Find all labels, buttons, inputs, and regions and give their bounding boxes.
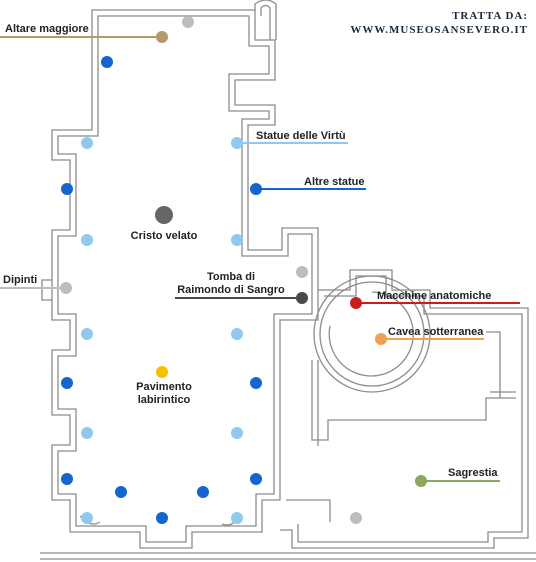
tower-wall bbox=[254, 0, 277, 40]
cavea-outer-ring bbox=[313, 275, 431, 393]
marker-altre-statue bbox=[61, 377, 73, 389]
marker-altre-statue bbox=[250, 473, 262, 485]
label-statue-virtu: Statue delle Virtù bbox=[256, 130, 346, 142]
marker-statue-virtu bbox=[231, 234, 243, 246]
label-tomba-line2: Raimondo di Sangro bbox=[177, 284, 285, 296]
marker-statue-virtu bbox=[81, 234, 93, 246]
label-dipinti: Dipinti bbox=[3, 274, 38, 286]
right-wing-outer bbox=[280, 269, 529, 549]
marker-altre-statue bbox=[197, 486, 209, 498]
marker-statue-virtu bbox=[231, 427, 243, 439]
source-line2: WWW.MUSEOSANSEVERO.IT bbox=[350, 24, 528, 36]
marker-altare bbox=[156, 31, 168, 43]
marker-cristo bbox=[155, 206, 173, 224]
marker-statue-virtu bbox=[81, 512, 93, 524]
marker-statue-virtu bbox=[81, 328, 93, 340]
source-credit: TRATTA DA: WWW.MUSEOSANSEVERO.IT bbox=[350, 9, 528, 37]
label-pavimento-line2: labirintico bbox=[137, 394, 191, 406]
marker-statue-virtu bbox=[231, 328, 243, 340]
marker-dipinti bbox=[60, 282, 72, 294]
partition-walls bbox=[286, 331, 516, 522]
label-cavea: Cavea sotterranea bbox=[388, 326, 484, 338]
street-line bbox=[40, 552, 536, 560]
marker-tomba bbox=[296, 292, 308, 304]
right-wing-inner bbox=[297, 275, 523, 543]
marker-macchine bbox=[350, 297, 362, 309]
marker-altre-statue bbox=[115, 486, 127, 498]
marker-grey-bottom bbox=[350, 512, 362, 524]
label-tomba-line1: Tomba di bbox=[206, 271, 256, 283]
marker-altre-statue bbox=[156, 512, 168, 524]
tower-wall-inner bbox=[260, 4, 271, 40]
nave-outer-wall bbox=[41, 9, 319, 549]
marker-grey-altar bbox=[182, 16, 194, 28]
marker-altre-statue bbox=[250, 183, 262, 195]
label-macchine: Macchine anatomiche bbox=[377, 290, 492, 302]
marker-statue-virtu bbox=[81, 137, 93, 149]
label-altare: Altare maggiore bbox=[5, 23, 89, 35]
leader-lines bbox=[0, 36, 520, 482]
markers bbox=[60, 16, 427, 524]
marker-grey-corridor bbox=[296, 266, 308, 278]
marker-pavimento bbox=[156, 366, 168, 378]
marker-statue-virtu bbox=[231, 512, 243, 524]
marker-altre-statue bbox=[61, 473, 73, 485]
label-pavimento: Pavimento labirintico bbox=[112, 381, 216, 407]
marker-statue-virtu bbox=[231, 137, 243, 149]
label-cristo: Cristo velato bbox=[130, 230, 198, 242]
source-line1: TRATTA DA: bbox=[452, 10, 528, 22]
label-pavimento-line1: Pavimento bbox=[136, 381, 192, 393]
marker-cavea bbox=[375, 333, 387, 345]
marker-statue-virtu bbox=[81, 427, 93, 439]
marker-altre-statue bbox=[61, 183, 73, 195]
cavea-inner-ring bbox=[319, 281, 425, 387]
marker-altre-statue bbox=[101, 56, 113, 68]
label-sagrestia: Sagrestia bbox=[448, 467, 498, 479]
label-tomba: Tomba di Raimondo di Sangro bbox=[168, 271, 294, 297]
label-altre-statue: Altre statue bbox=[304, 176, 365, 188]
marker-sagrestia bbox=[415, 475, 427, 487]
marker-altre-statue bbox=[250, 377, 262, 389]
